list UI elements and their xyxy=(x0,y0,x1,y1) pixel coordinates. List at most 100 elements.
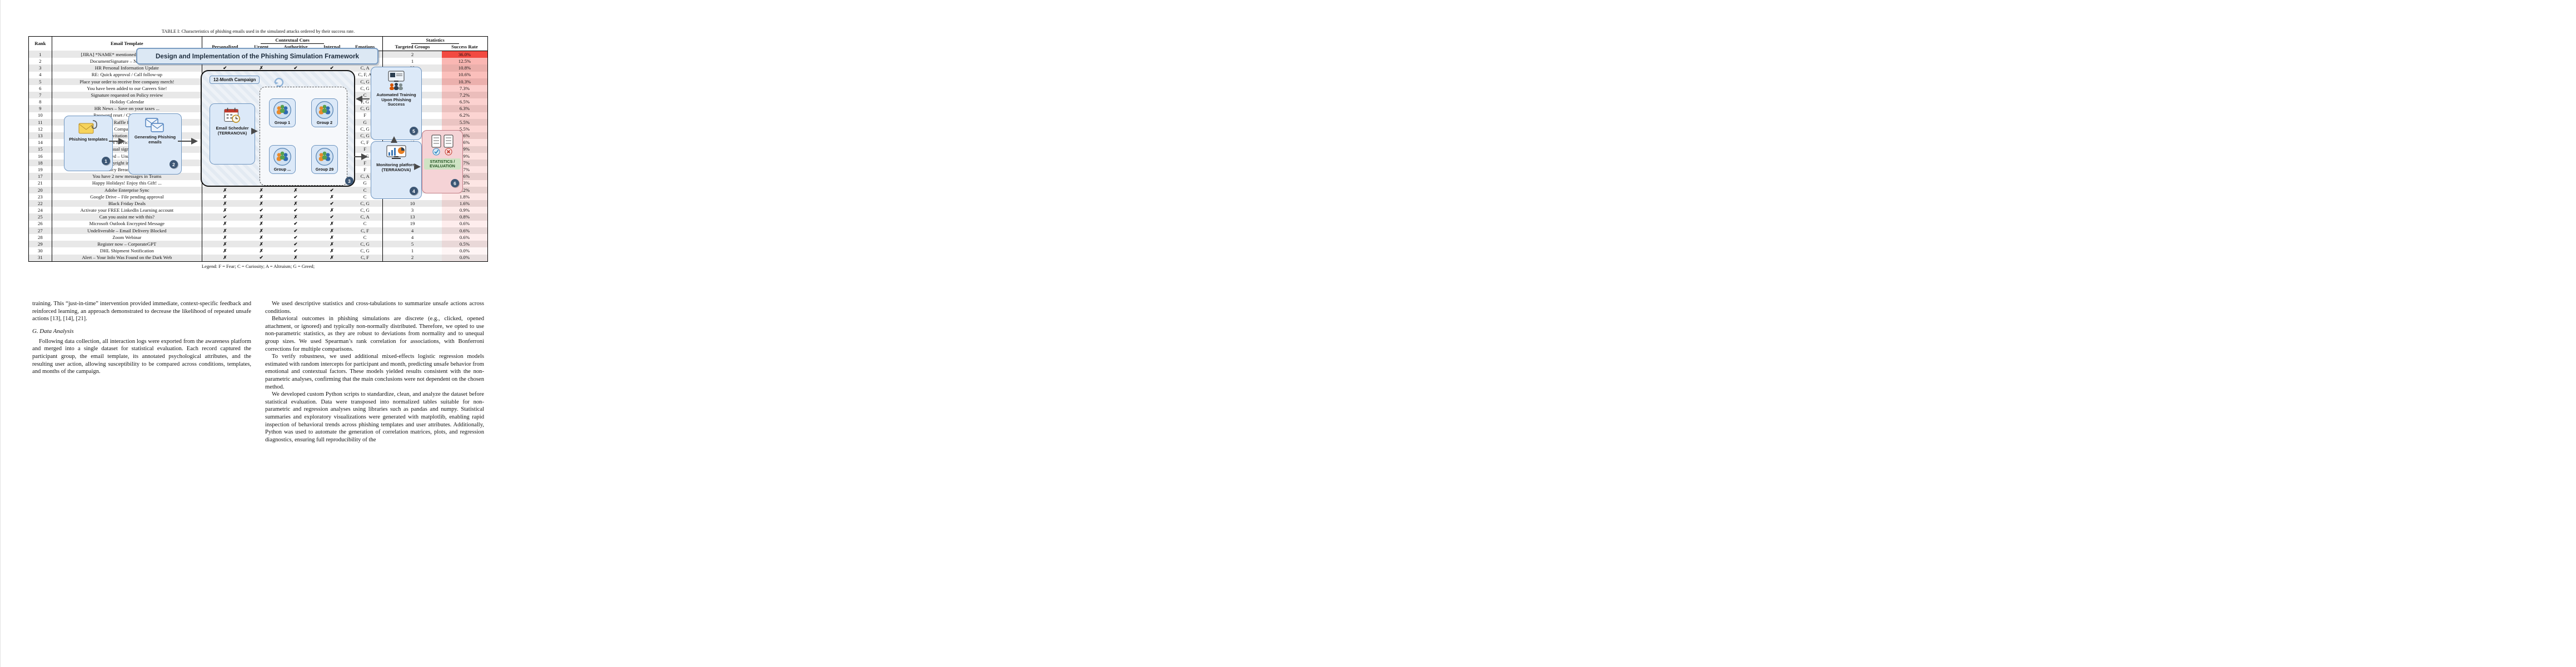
paragraph: Following data collection, all interacti… xyxy=(32,338,251,375)
rank-cell: 12 xyxy=(37,126,43,132)
cue-cell: ✗ xyxy=(202,207,248,213)
template-cell: Happy Holidays! Enjoy this Gift! ... xyxy=(51,180,203,187)
rank-cell: 25 xyxy=(37,214,43,220)
page5-column-2: We used descriptive statistics and cross… xyxy=(265,300,484,644)
targeted-groups-cell: 13 xyxy=(382,213,442,221)
emotions-cell: C, F xyxy=(361,140,370,146)
cue-cell: ✔ xyxy=(316,64,347,71)
success-rate-cell: 1.6% xyxy=(441,200,488,207)
success-rate-cell: 6.2% xyxy=(441,112,488,119)
paragraph: training. This “just-in-time” interventi… xyxy=(32,301,251,322)
cross-icon: ✗ xyxy=(259,221,263,227)
fig-group-node: Group 1 xyxy=(269,98,296,127)
rank-cell: 29 xyxy=(37,241,43,247)
monitoring-chart-icon xyxy=(386,145,406,159)
emotions-cell: F xyxy=(363,160,367,166)
cross-icon: ✗ xyxy=(259,241,263,247)
template-cell: Activate your FREE LinkedIn Learning acc… xyxy=(51,207,203,214)
emotions-cell: C, A xyxy=(360,173,370,180)
check-icon: ✔ xyxy=(293,248,298,254)
template-cell: Black Friday Deals xyxy=(51,200,203,207)
template-cell: Place your order to receive free company… xyxy=(51,78,203,85)
emotions-cell: C, G xyxy=(360,248,370,254)
fig-group-label: Group 29 xyxy=(315,167,334,172)
template-cell: Google Drive – File pending approval xyxy=(51,193,203,201)
cross-icon: ✗ xyxy=(259,227,263,233)
col-header-success-rate: Success Rate xyxy=(441,43,488,51)
template-cell: RE: Quick approval / Call follow-up xyxy=(51,71,203,78)
success-rate-cell: 6.3% xyxy=(441,105,488,112)
cue-cell: ✗ xyxy=(248,241,275,247)
col-header-template: Email Template xyxy=(51,36,203,51)
emotions-cell: C, G xyxy=(360,133,370,139)
rank-cell: 3 xyxy=(39,65,42,71)
emotions-cell: C, F, A xyxy=(358,72,372,78)
group-header-contextual-cues: Contextual Cues xyxy=(202,37,383,44)
cue-cell: ✔ xyxy=(275,64,317,71)
cue-cell: ✗ xyxy=(202,193,248,200)
paragraph: Behavioral outcomes in phishing simulati… xyxy=(265,316,484,352)
group-header-statistics: Statistics xyxy=(382,36,488,44)
cross-icon: ✗ xyxy=(293,200,298,206)
figure-title: Design and Implementation of the Phishin… xyxy=(136,48,378,64)
template-cell: Can you assist me with this? xyxy=(51,213,203,221)
emotions-cell: C, G xyxy=(360,207,370,213)
rank-cell: 6 xyxy=(39,85,42,91)
targeted-groups-cell: 19 xyxy=(382,220,442,227)
fig-group-label: Group ... xyxy=(273,167,291,172)
cross-icon: ✗ xyxy=(223,234,227,240)
emotions-cell: C xyxy=(363,234,367,240)
check-icon: ✔ xyxy=(330,200,334,206)
group-header-text: Contextual Cues xyxy=(261,37,324,44)
rank-cell: 13 xyxy=(37,133,43,139)
cross-icon: ✗ xyxy=(330,248,334,254)
check-icon: ✔ xyxy=(293,221,298,227)
emotions-cell: C, F xyxy=(361,227,370,233)
check-icon: ✔ xyxy=(259,255,263,261)
template-cell: HR News – Save on your taxes ... xyxy=(51,105,203,112)
cue-cell: ✗ xyxy=(202,234,248,241)
cross-icon: ✗ xyxy=(293,187,298,193)
rank-cell: 8 xyxy=(39,99,42,105)
cross-icon: ✗ xyxy=(223,207,227,213)
group-header-text: Statistics xyxy=(411,37,459,44)
check-icon: ✔ xyxy=(293,241,298,247)
emotions-cell: G xyxy=(363,119,367,125)
emotions-cell: C xyxy=(363,221,367,227)
check-icon: ✔ xyxy=(293,193,298,200)
cue-cell: ✗ xyxy=(202,187,248,193)
success-rate-cell: 12.5% xyxy=(441,58,488,65)
success-rate-cell: 10.6% xyxy=(441,71,488,78)
cross-icon: ✗ xyxy=(223,241,227,247)
emotions-cell: C xyxy=(363,193,367,200)
rank-cell: 22 xyxy=(37,200,43,206)
cue-cell: ✔ xyxy=(275,221,317,227)
check-icon: ✔ xyxy=(293,227,298,233)
cue-cell: ✔ xyxy=(275,234,317,241)
emotions-cell: G xyxy=(363,180,367,186)
rank-cell: 17 xyxy=(37,173,43,180)
page5-columns: training. This “just-in-time” interventi… xyxy=(32,300,484,644)
cue-cell: ✗ xyxy=(248,234,275,241)
targeted-groups-cell: 2 xyxy=(382,254,442,262)
cue-cell: ✗ xyxy=(316,247,347,254)
cue-cell: ✗ xyxy=(248,193,275,200)
cue-cell: ✗ xyxy=(316,255,347,262)
cue-cell: ✗ xyxy=(202,241,248,247)
template-cell: You have been added to our Careers Site! xyxy=(51,84,203,92)
col-header-targeted-groups: Targeted Groups xyxy=(382,43,442,51)
rank-cell: 11 xyxy=(38,119,43,125)
cross-icon: ✗ xyxy=(330,234,334,240)
refresh-cycle-icon xyxy=(274,78,284,87)
rank-cell: 18 xyxy=(37,160,43,166)
people-group-icon xyxy=(316,101,333,119)
cue-cell: ✗ xyxy=(275,255,317,262)
cue-cell: ✔ xyxy=(275,241,317,247)
paragraph: To verify robustness, we used additional… xyxy=(265,354,484,390)
rank-cell: 26 xyxy=(37,221,43,227)
